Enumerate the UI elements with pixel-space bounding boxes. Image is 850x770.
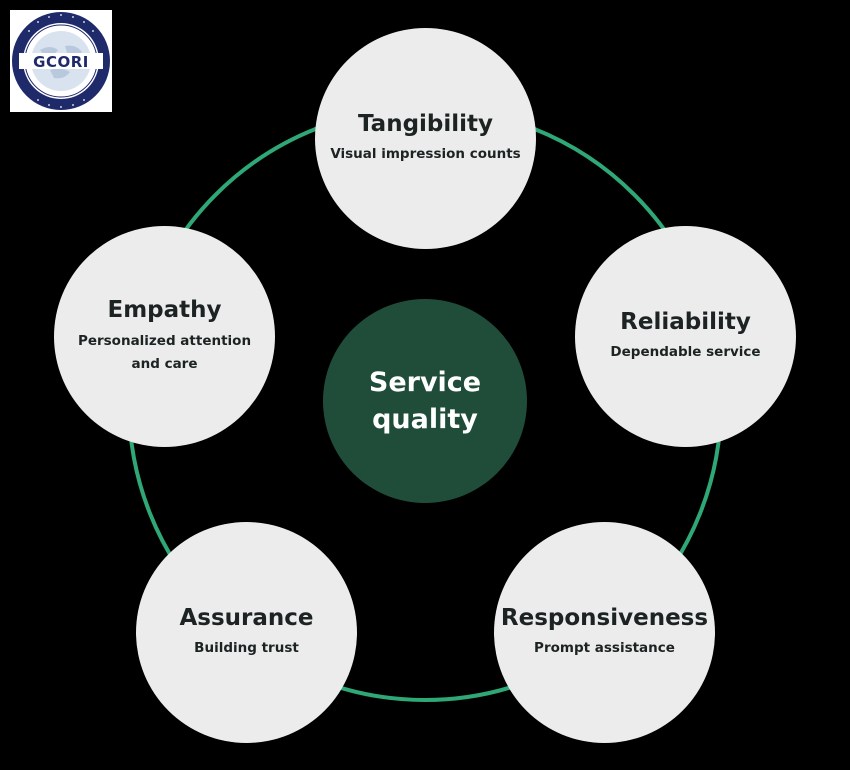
node-reliability: Reliability Dependable service bbox=[575, 226, 796, 447]
logo-text: GCORI bbox=[33, 53, 89, 71]
center-label: Service quality bbox=[368, 366, 482, 435]
node-tangibility: Tangibility Visual impression counts bbox=[315, 28, 536, 249]
node-responsiveness: Responsiveness Prompt assistance bbox=[494, 522, 715, 743]
node-title: Assurance bbox=[179, 604, 314, 631]
node-assurance: Assurance Building trust bbox=[136, 522, 357, 743]
node-subtitle: Personalized attention and care bbox=[77, 332, 252, 372]
node-empathy: Empathy Personalized attention and care bbox=[54, 226, 275, 447]
center-node: Service quality bbox=[323, 299, 527, 503]
gcori-logo: GCORI bbox=[10, 10, 112, 112]
node-title: Tangibility bbox=[357, 110, 494, 137]
node-subtitle: Building trust bbox=[194, 640, 299, 657]
node-subtitle: Prompt assistance bbox=[534, 640, 675, 657]
node-subtitle: Dependable service bbox=[610, 344, 761, 361]
node-title: Reliability bbox=[620, 308, 751, 335]
node-subtitle: Visual impression counts bbox=[330, 146, 521, 163]
node-title: Empathy bbox=[107, 297, 222, 324]
node-title: Responsiveness bbox=[500, 604, 709, 631]
globe-seal-logo-icon: GCORI bbox=[12, 12, 110, 110]
